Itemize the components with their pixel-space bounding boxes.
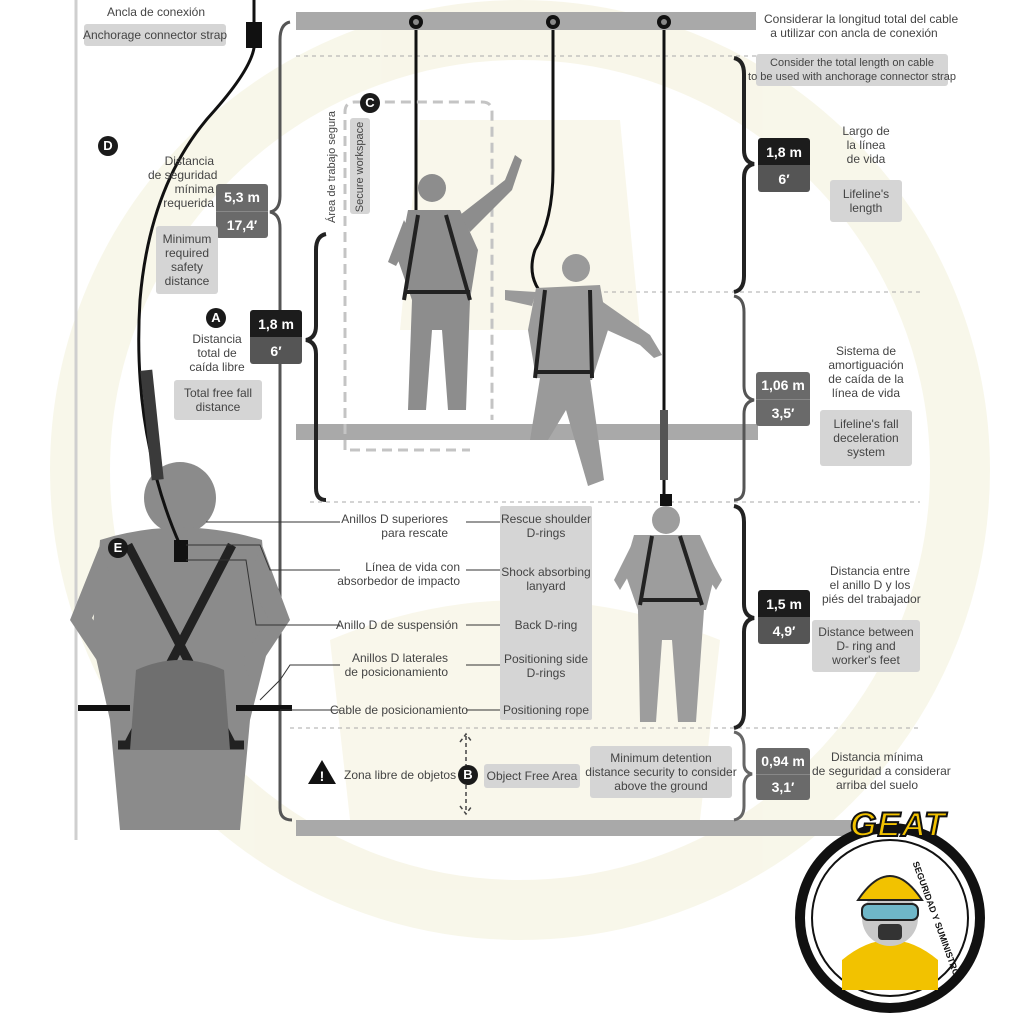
bracket-decel — [733, 294, 755, 502]
legend-en-panel — [500, 506, 592, 720]
bracket-dring — [733, 504, 755, 730]
legend-es-4: Cable de posicionamiento — [330, 703, 469, 717]
bracket-freefall — [305, 232, 327, 502]
bracket-safety — [269, 20, 293, 822]
anchor-beam — [296, 12, 756, 30]
workspace-outline — [343, 100, 494, 450]
bracket-lifeline — [733, 56, 755, 294]
worker-falling — [505, 254, 662, 486]
anchor-points — [409, 15, 671, 29]
zone-es: Zona libre de objetos — [344, 768, 457, 782]
logo-brand: GEAT — [849, 805, 946, 845]
worker-reaching — [388, 155, 522, 410]
workspace-label-es: Área de trabajo segura — [326, 111, 338, 223]
legend-en-4: Positioning rope — [502, 703, 590, 717]
warning-icon — [308, 760, 336, 784]
workspace-label-en-box — [350, 118, 370, 214]
anchor-label-es: Ancla de conexión — [106, 5, 206, 19]
marker-c: C — [360, 93, 380, 113]
ground-beam — [296, 820, 856, 836]
workspace-label-en: Secure workspace — [354, 121, 366, 213]
marker-d: D — [98, 136, 118, 156]
marker-b: B — [458, 765, 478, 785]
svg-text:!: ! — [320, 768, 325, 784]
marker-a: A — [206, 308, 226, 328]
logo-badge — [795, 823, 985, 1013]
zone-en: Object Free Area — [484, 764, 580, 788]
legend-en-2: Back D-ring — [514, 618, 578, 632]
floor-beam — [296, 424, 758, 440]
anchor-label-en: Anchorage connector strap — [83, 24, 227, 46]
legend-es-2: Anillo D de suspensión — [336, 618, 459, 632]
marker-e: E — [108, 538, 128, 558]
bracket-ground — [733, 730, 753, 822]
